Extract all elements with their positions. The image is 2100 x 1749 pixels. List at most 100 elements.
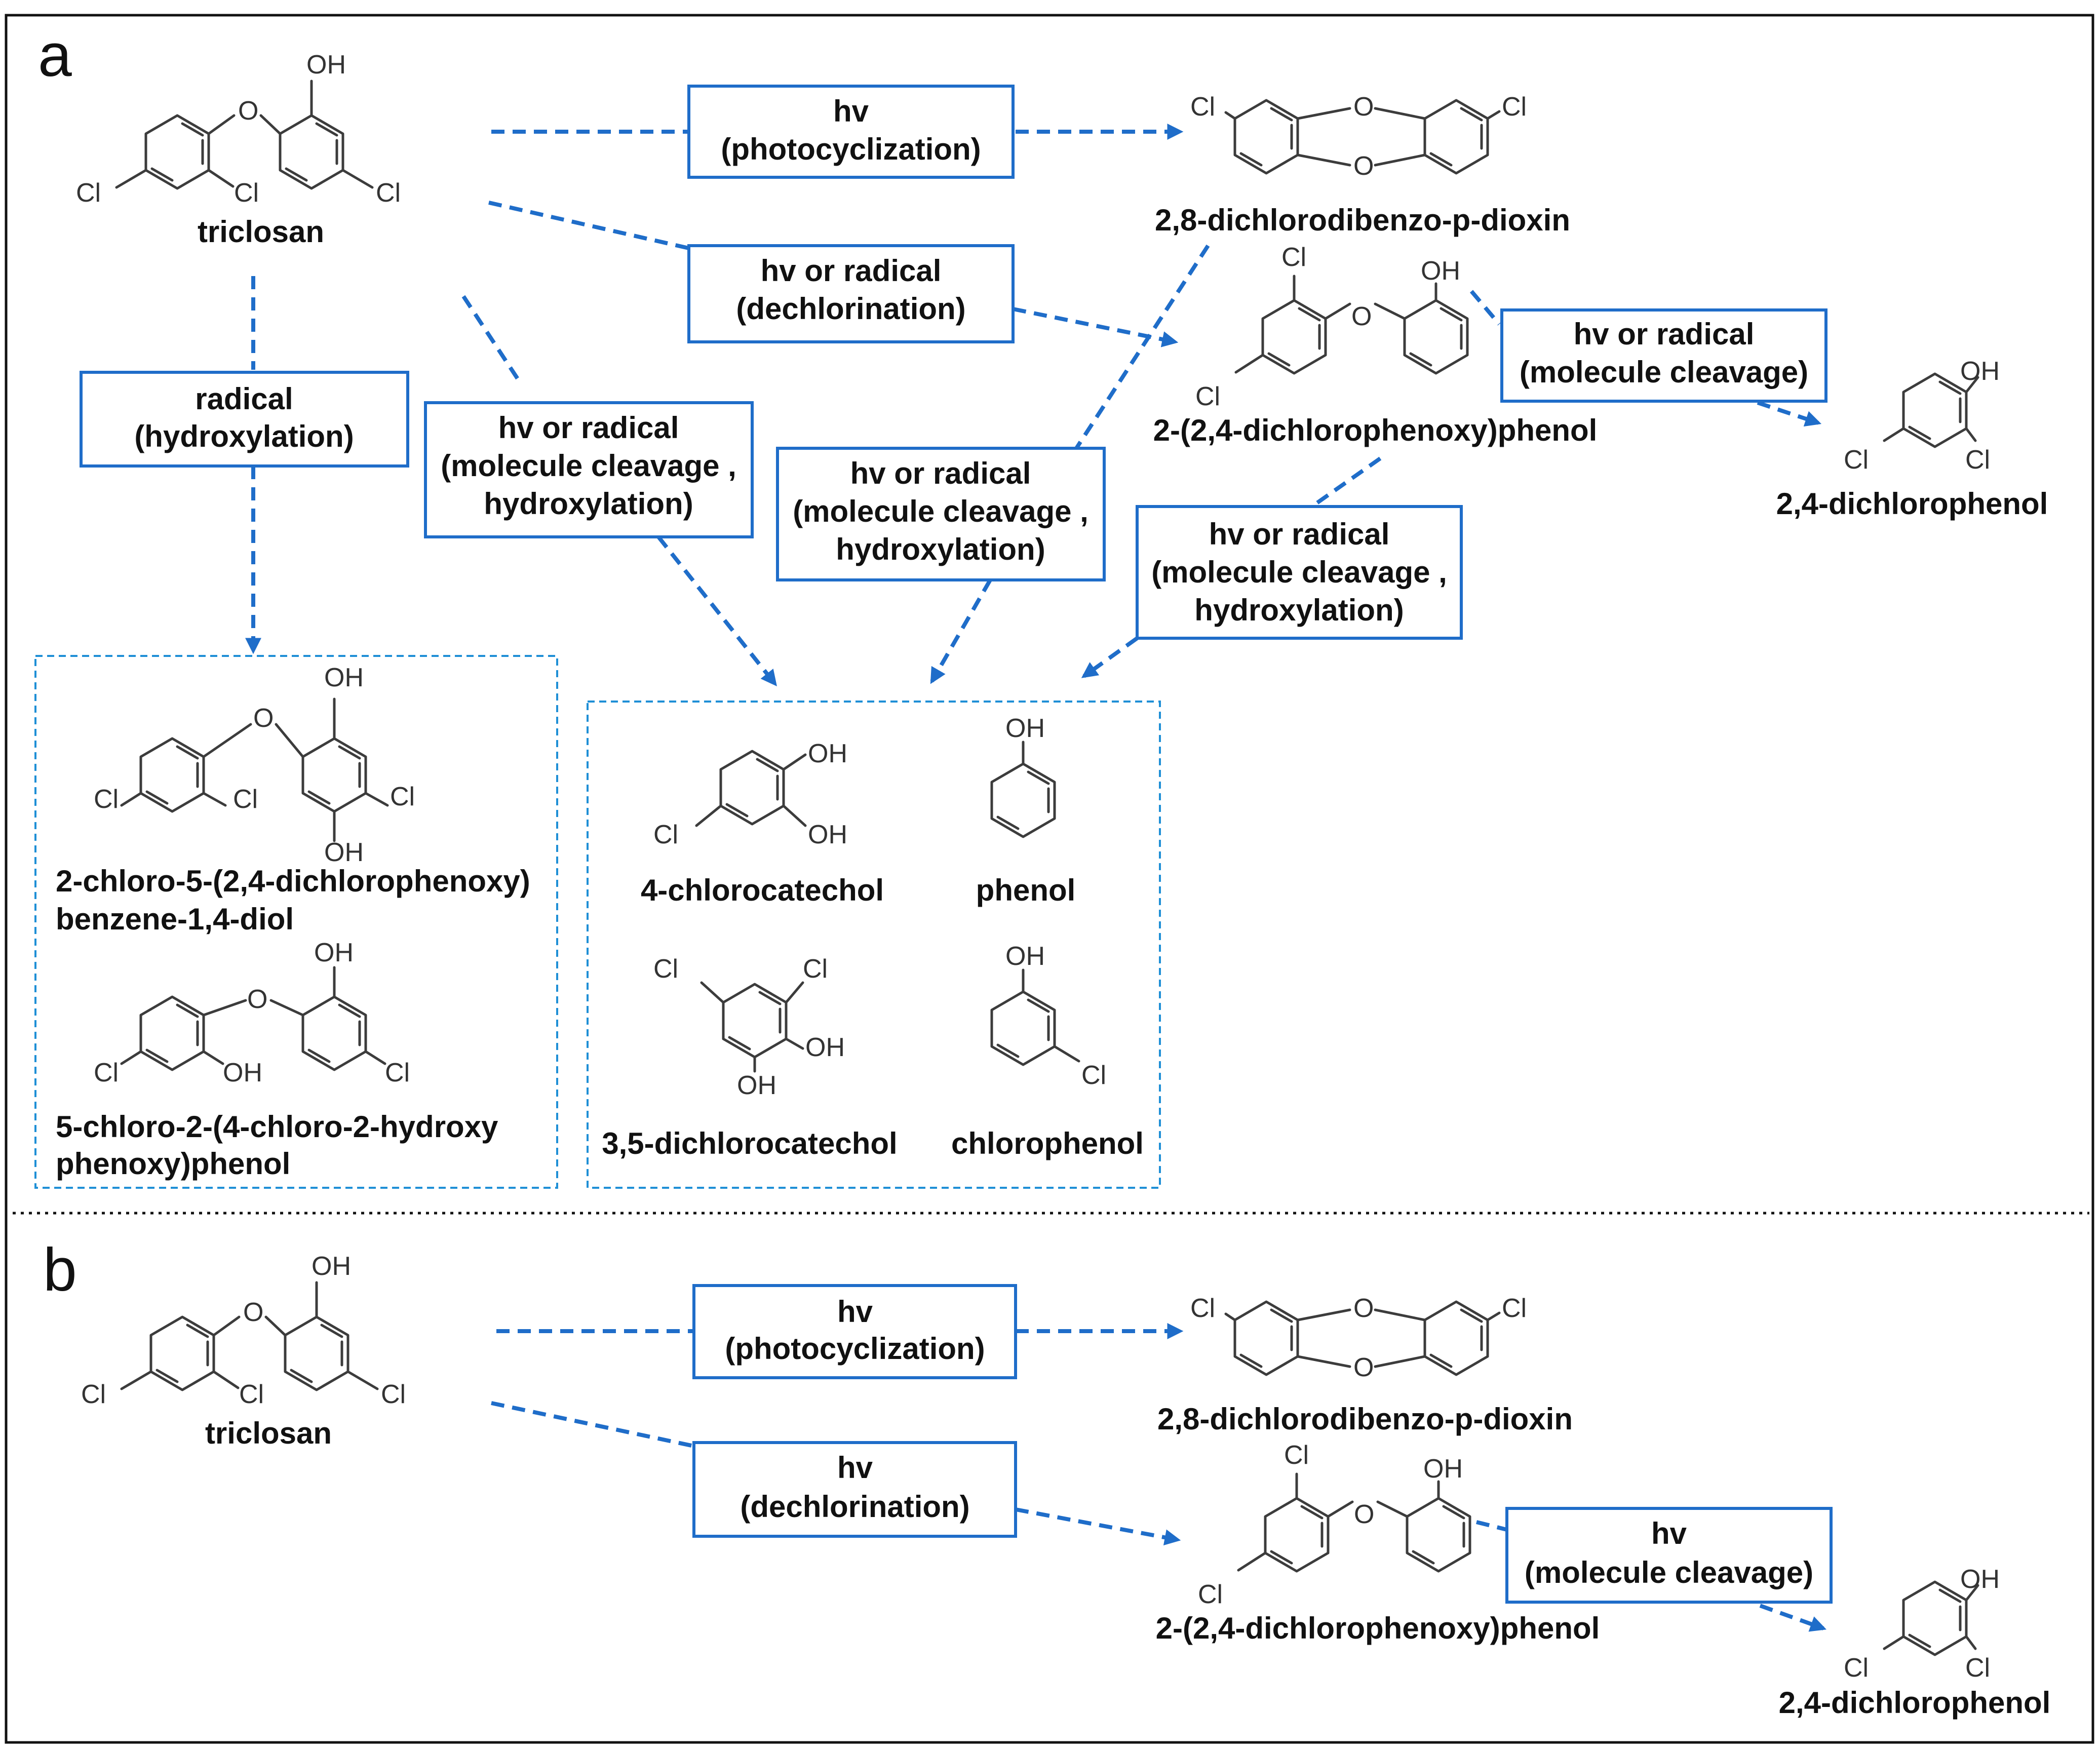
reaction-type: (dechlorination) <box>736 292 965 326</box>
atom-cl: Cl <box>803 954 828 984</box>
atom-o: O <box>1353 1294 1374 1323</box>
reaction-condition: radical <box>195 382 293 416</box>
arrow-line <box>1310 456 1382 509</box>
atom-o: O <box>1353 151 1374 181</box>
atom-cl: Cl <box>239 1380 264 1409</box>
atom-cl: Cl <box>234 178 259 208</box>
atom-o: O <box>253 704 274 733</box>
atom-cl: Cl <box>376 178 401 208</box>
reaction-box-cleavage-hydroxylation-1: hv or radical (molecule cleavage , hydro… <box>424 401 754 538</box>
reaction-box-hydroxylation: radical (hydroxylation) <box>80 371 409 468</box>
compound-name-hydroquinone: 2-chloro-5-(2,4-dichlorophenoxy) <box>56 864 530 898</box>
reaction-type: (photocyclization) <box>725 1332 985 1366</box>
reaction-type: (molecule cleavage) <box>1525 1556 1813 1589</box>
compound-name-triclosan: triclosan <box>205 1416 332 1450</box>
reaction-type: (hydroxylation) <box>134 419 354 453</box>
compound-name-dioxin: 2,8-dichlorodibenzo-p-dioxin <box>1155 203 1570 237</box>
dcp-structure-a: OH Cl Cl <box>1844 357 2000 475</box>
atom-cl: Cl <box>381 1380 406 1409</box>
reaction-condition: hv or radical <box>1209 517 1390 551</box>
reaction-type: hydroxylation) <box>836 532 1045 566</box>
atom-cl: Cl <box>76 178 101 208</box>
hydroxy-product-structure: O OH OH Cl Cl <box>94 938 410 1087</box>
product-group-hydroxylation <box>34 655 558 1189</box>
reaction-type: (molecule cleavage , <box>1151 555 1447 589</box>
arrow-line <box>491 1401 694 1448</box>
atom-cl: Cl <box>1965 445 1990 475</box>
atom-cl: Cl <box>1844 1653 1869 1683</box>
atom-o: O <box>1353 1353 1374 1382</box>
reaction-condition: hv or radical <box>498 411 679 445</box>
atom-oh: OH <box>314 938 354 967</box>
arrow-line <box>1469 290 1501 326</box>
atom-cl: Cl <box>385 1058 410 1087</box>
atom-cl: Cl <box>94 785 119 814</box>
compound-name-hydroxy-product: phenoxy)phenol <box>56 1147 290 1181</box>
atom-o: O <box>1351 302 1372 331</box>
dcpp-structure-a: O Cl OH Cl <box>1195 243 1467 411</box>
chlorophenol-structure: OH Cl <box>992 942 1106 1090</box>
atom-cl: Cl <box>390 782 415 811</box>
atom-cl: Cl <box>1195 382 1220 411</box>
reaction-type: hydroxylation) <box>484 487 693 521</box>
panel-label-a: a <box>38 21 72 89</box>
atom-oh: OH <box>1423 1454 1463 1484</box>
compound-name-dioxin: 2,8-dichlorodibenzo-p-dioxin <box>1157 1402 1573 1436</box>
arrow-cleavage-hydroxylation <box>1081 636 1139 678</box>
atom-oh: OH <box>808 820 847 849</box>
atom-cl: Cl <box>81 1380 106 1409</box>
panel-label-b: b <box>43 1236 77 1304</box>
atom-oh: OH <box>737 1071 776 1100</box>
atom-cl: Cl <box>1190 1294 1215 1323</box>
atom-cl: Cl <box>1081 1061 1106 1090</box>
hydroquinone-product-structure: O OH OH Cl Cl Cl <box>94 663 415 867</box>
atom-cl: Cl <box>1844 445 1869 475</box>
dichlorocatechol-structure: Cl Cl OH OH <box>653 954 845 1100</box>
dcp-structure-b: OH Cl Cl <box>1844 1565 2000 1683</box>
reaction-box-cleavage: hv or radical (molecule cleavage) <box>1500 308 1827 403</box>
atom-o: O <box>1353 92 1374 122</box>
arrow-line <box>461 295 524 386</box>
atom-cl: Cl <box>1198 1580 1223 1609</box>
atom-oh: OH <box>1421 256 1460 286</box>
compound-name-dcp: 2,4-dichlorophenol <box>1776 487 2048 521</box>
atom-cl: Cl <box>94 1058 119 1087</box>
dioxin-structure-a: O O Cl Cl <box>1190 92 1527 181</box>
compound-name-dcpp: 2-(2,4-dichlorophenoxy)phenol <box>1153 413 1598 447</box>
atom-cl: Cl <box>233 785 258 814</box>
reaction-type: hydroxylation) <box>1194 593 1404 627</box>
reaction-condition: hv or radical <box>761 254 942 288</box>
reaction-box-dechlorination: hv or radical (dechlorination) <box>687 244 1015 343</box>
atom-oh: OH <box>1005 942 1045 971</box>
atom-oh: OH <box>1960 1565 2000 1594</box>
atom-o: O <box>1354 1500 1374 1529</box>
atom-cl: Cl <box>1190 92 1215 122</box>
compound-name-dichlorocatechol: 3,5-dichlorocatechol <box>602 1126 897 1160</box>
compound-name-hydroxy-product: 5-chloro-2-(4-chloro-2-hydroxy <box>56 1110 498 1144</box>
reaction-type: (photocyclization) <box>721 132 981 166</box>
dioxin-structure-b: O O Cl Cl <box>1190 1294 1527 1382</box>
reaction-box-cleavage-b: hv (molecule cleavage) <box>1505 1507 1833 1604</box>
atom-cl: Cl <box>1965 1653 1990 1683</box>
atom-cl: Cl <box>1502 1294 1527 1323</box>
atom-o: O <box>243 1298 263 1327</box>
compound-name-chlorocatechol: 4-chlorocatechol <box>641 873 884 907</box>
atom-o: O <box>247 985 267 1014</box>
arrow-cleavage-hydroxylation <box>930 579 992 684</box>
atom-o: O <box>238 96 258 126</box>
atom-oh: OH <box>1960 357 2000 386</box>
arrow-line <box>488 201 689 250</box>
atom-cl: Cl <box>1502 92 1527 122</box>
triclosan-structure-a: O OH Cl Cl Cl <box>76 50 401 208</box>
compound-name-phenol: phenol <box>976 873 1076 907</box>
compound-name-hydroquinone: benzene-1,4-diol <box>56 902 294 936</box>
atom-oh: OH <box>312 1252 351 1281</box>
reaction-type: (molecule cleavage , <box>793 494 1088 528</box>
compound-name-dcpp: 2-(2,4-dichlorophenoxy)phenol <box>1156 1611 1600 1645</box>
arrow-dechlorination <box>1015 1507 1181 1546</box>
atom-cl: Cl <box>1281 243 1306 272</box>
atom-cl: Cl <box>653 954 678 984</box>
reaction-condition: hv <box>833 94 869 128</box>
compound-name-triclosan: triclosan <box>198 215 324 249</box>
